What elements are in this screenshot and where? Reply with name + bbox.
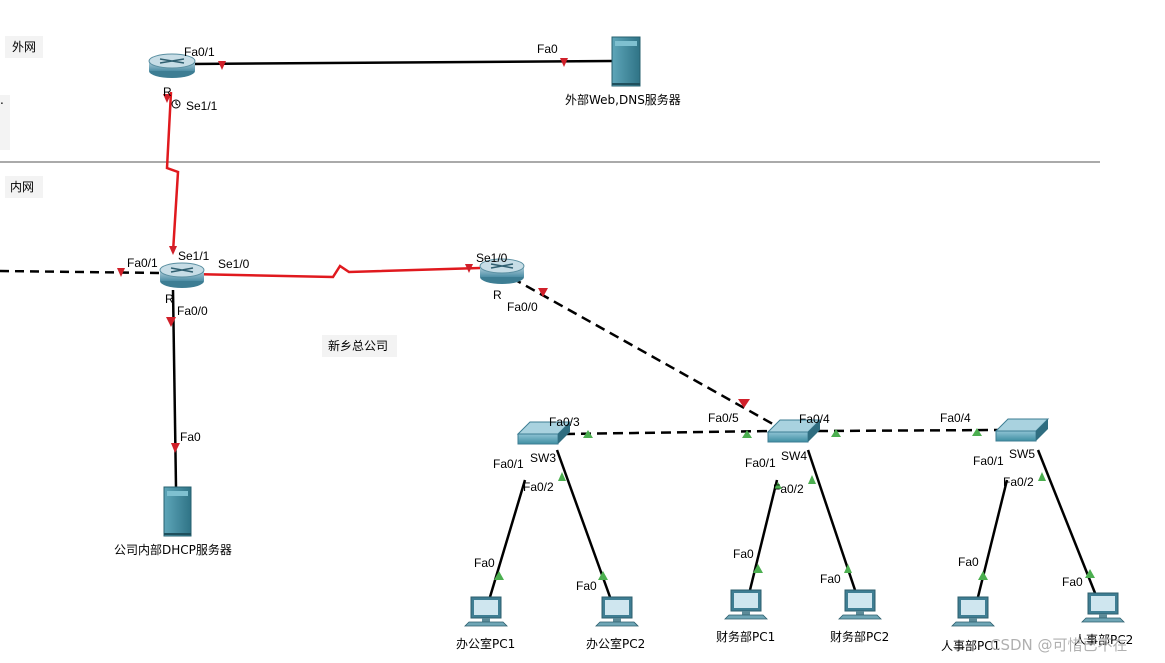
port-label: Fa0 <box>180 430 201 444</box>
marker-sw4-fa01 <box>774 482 782 489</box>
router-top-label: R <box>163 85 172 99</box>
dhcp-server[interactable] <box>163 486 192 537</box>
office-pc2-label: 办公室PC2 <box>586 636 645 651</box>
port-label: Se1/1 <box>178 249 210 263</box>
router-mid[interactable] <box>159 262 205 288</box>
port-markers <box>117 58 1095 580</box>
marker-pc-office1 <box>494 571 504 580</box>
switch-sw5[interactable] <box>994 418 1050 442</box>
watermark: CSDN @可惜已不在 <box>990 636 1128 654</box>
port-label: Fa0/1 <box>184 45 215 59</box>
port-label: Fa0 <box>733 547 754 561</box>
internal-area-label: 内网 <box>10 180 34 194</box>
pc-hr1[interactable] <box>951 596 995 627</box>
switch-sw4[interactable] <box>766 419 822 443</box>
marker-rmid-fa00 <box>166 317 176 327</box>
serial-link-rmid-rright[interactable] <box>189 264 481 279</box>
sw4-label: SW4 <box>781 449 807 463</box>
port-label: Se1/1 <box>186 99 218 113</box>
finance-pc1-label: 财务部PC1 <box>716 629 775 644</box>
marker-rright-fa00 <box>538 288 548 297</box>
link-left-rmid[interactable] <box>0 269 161 275</box>
router-right-label: R <box>493 288 502 302</box>
site-area-label: 新乡总公司 <box>328 338 388 353</box>
port-label: Fa0 <box>576 579 597 593</box>
port-label: Fa0/1 <box>745 456 776 470</box>
port-label: Fa0/2 <box>1003 475 1034 489</box>
link-sw4-finance-pc1[interactable] <box>748 479 779 591</box>
port-label: Fa0/1 <box>973 454 1004 468</box>
pc-hr2[interactable] <box>1081 592 1125 623</box>
link-rtop-web[interactable] <box>189 59 613 66</box>
marker-pc-hr1 <box>978 571 988 580</box>
hr-pc2-label: 人事部PC2 <box>1074 632 1133 647</box>
marker-sw4-fa02 <box>808 475 816 484</box>
link-sw3-sw4[interactable] <box>564 429 773 436</box>
pc-office1[interactable] <box>464 596 508 627</box>
marker-rtop-fa01 <box>218 61 226 70</box>
marker-rmid-se11 <box>169 246 177 255</box>
web-dns-server-label: 外部Web,DNS服务器 <box>565 92 681 107</box>
marker-sw4-fa05 <box>738 399 750 408</box>
dhcp-server-label: 公司内部DHCP服务器 <box>114 542 232 557</box>
finance-pc2-label: 财务部PC2 <box>830 629 889 644</box>
marker-pc-fin2 <box>844 564 852 573</box>
marker-web-fa0 <box>560 58 568 67</box>
router-mid-label: R <box>165 292 174 306</box>
switch-sw3[interactable] <box>516 421 572 445</box>
office-pc1-label: 办公室PC1 <box>456 636 515 651</box>
port-label: Fa0 <box>820 572 841 586</box>
port-label: Se1/0 <box>476 251 508 265</box>
port-label: Fa0/1 <box>127 256 158 270</box>
port-label: Fa0/4 <box>940 411 971 425</box>
port-label: Fa0/0 <box>507 300 538 314</box>
marker-sw3-fa03 <box>583 430 593 438</box>
port-label: Fa0/2 <box>523 480 554 494</box>
pc-finance1[interactable] <box>724 589 768 620</box>
link-rright-sw4[interactable] <box>511 276 781 430</box>
port-label: Fa0/0 <box>177 304 208 318</box>
marker-rright-se10 <box>465 264 473 273</box>
hr-pc1-label: 人事部PC1 <box>941 638 1000 653</box>
marker-sw5-fa02 <box>1038 472 1046 481</box>
router-right[interactable] <box>479 258 525 284</box>
port-label: Fa0/2 <box>773 482 804 496</box>
link-sw4-sw5[interactable] <box>817 428 999 433</box>
web-dns-server[interactable] <box>611 36 641 87</box>
link-sw3-office-pc2[interactable] <box>555 449 612 598</box>
serial-link-rtop-rmid[interactable] <box>165 91 180 253</box>
marker-sw3-fa02 <box>558 472 566 481</box>
link-rmid-dhcp[interactable] <box>171 289 178 488</box>
marker-rtop-se11 <box>163 94 171 103</box>
marker-pc-office2 <box>598 571 608 580</box>
marker-pc-hr2 <box>1085 569 1095 578</box>
sw5-label: SW5 <box>1009 447 1035 461</box>
marker-sw4-fa05-b <box>742 430 752 438</box>
router-top[interactable] <box>148 53 196 78</box>
port-label: Fa0 <box>474 556 495 570</box>
sw3-label: SW3 <box>530 451 556 465</box>
marker-pc-fin1 <box>753 564 763 573</box>
marker-dhcp-fa0 <box>171 443 180 453</box>
marker-rmid-fa01 <box>117 268 125 277</box>
pc-office2[interactable] <box>595 596 639 627</box>
port-label: Fa0/4 <box>799 412 830 426</box>
clock-icon <box>171 99 181 109</box>
marker-sw4-fa04 <box>831 429 841 437</box>
link-sw5-hr-pc2[interactable] <box>1036 449 1097 594</box>
port-label: Fa0/5 <box>708 411 739 425</box>
cut-label-fragment: . <box>0 93 4 107</box>
port-label: Fa0 <box>958 555 979 569</box>
port-label: Fa0 <box>537 42 558 56</box>
port-label: Se1/0 <box>218 257 250 271</box>
marker-sw5-fa04 <box>972 428 982 436</box>
port-label: Fa0 <box>1062 575 1083 589</box>
port-label: Fa0/3 <box>549 415 580 429</box>
external-area-label: 外网 <box>12 40 36 54</box>
pc-finance2[interactable] <box>838 589 882 620</box>
port-label: Fa0/1 <box>493 457 524 471</box>
